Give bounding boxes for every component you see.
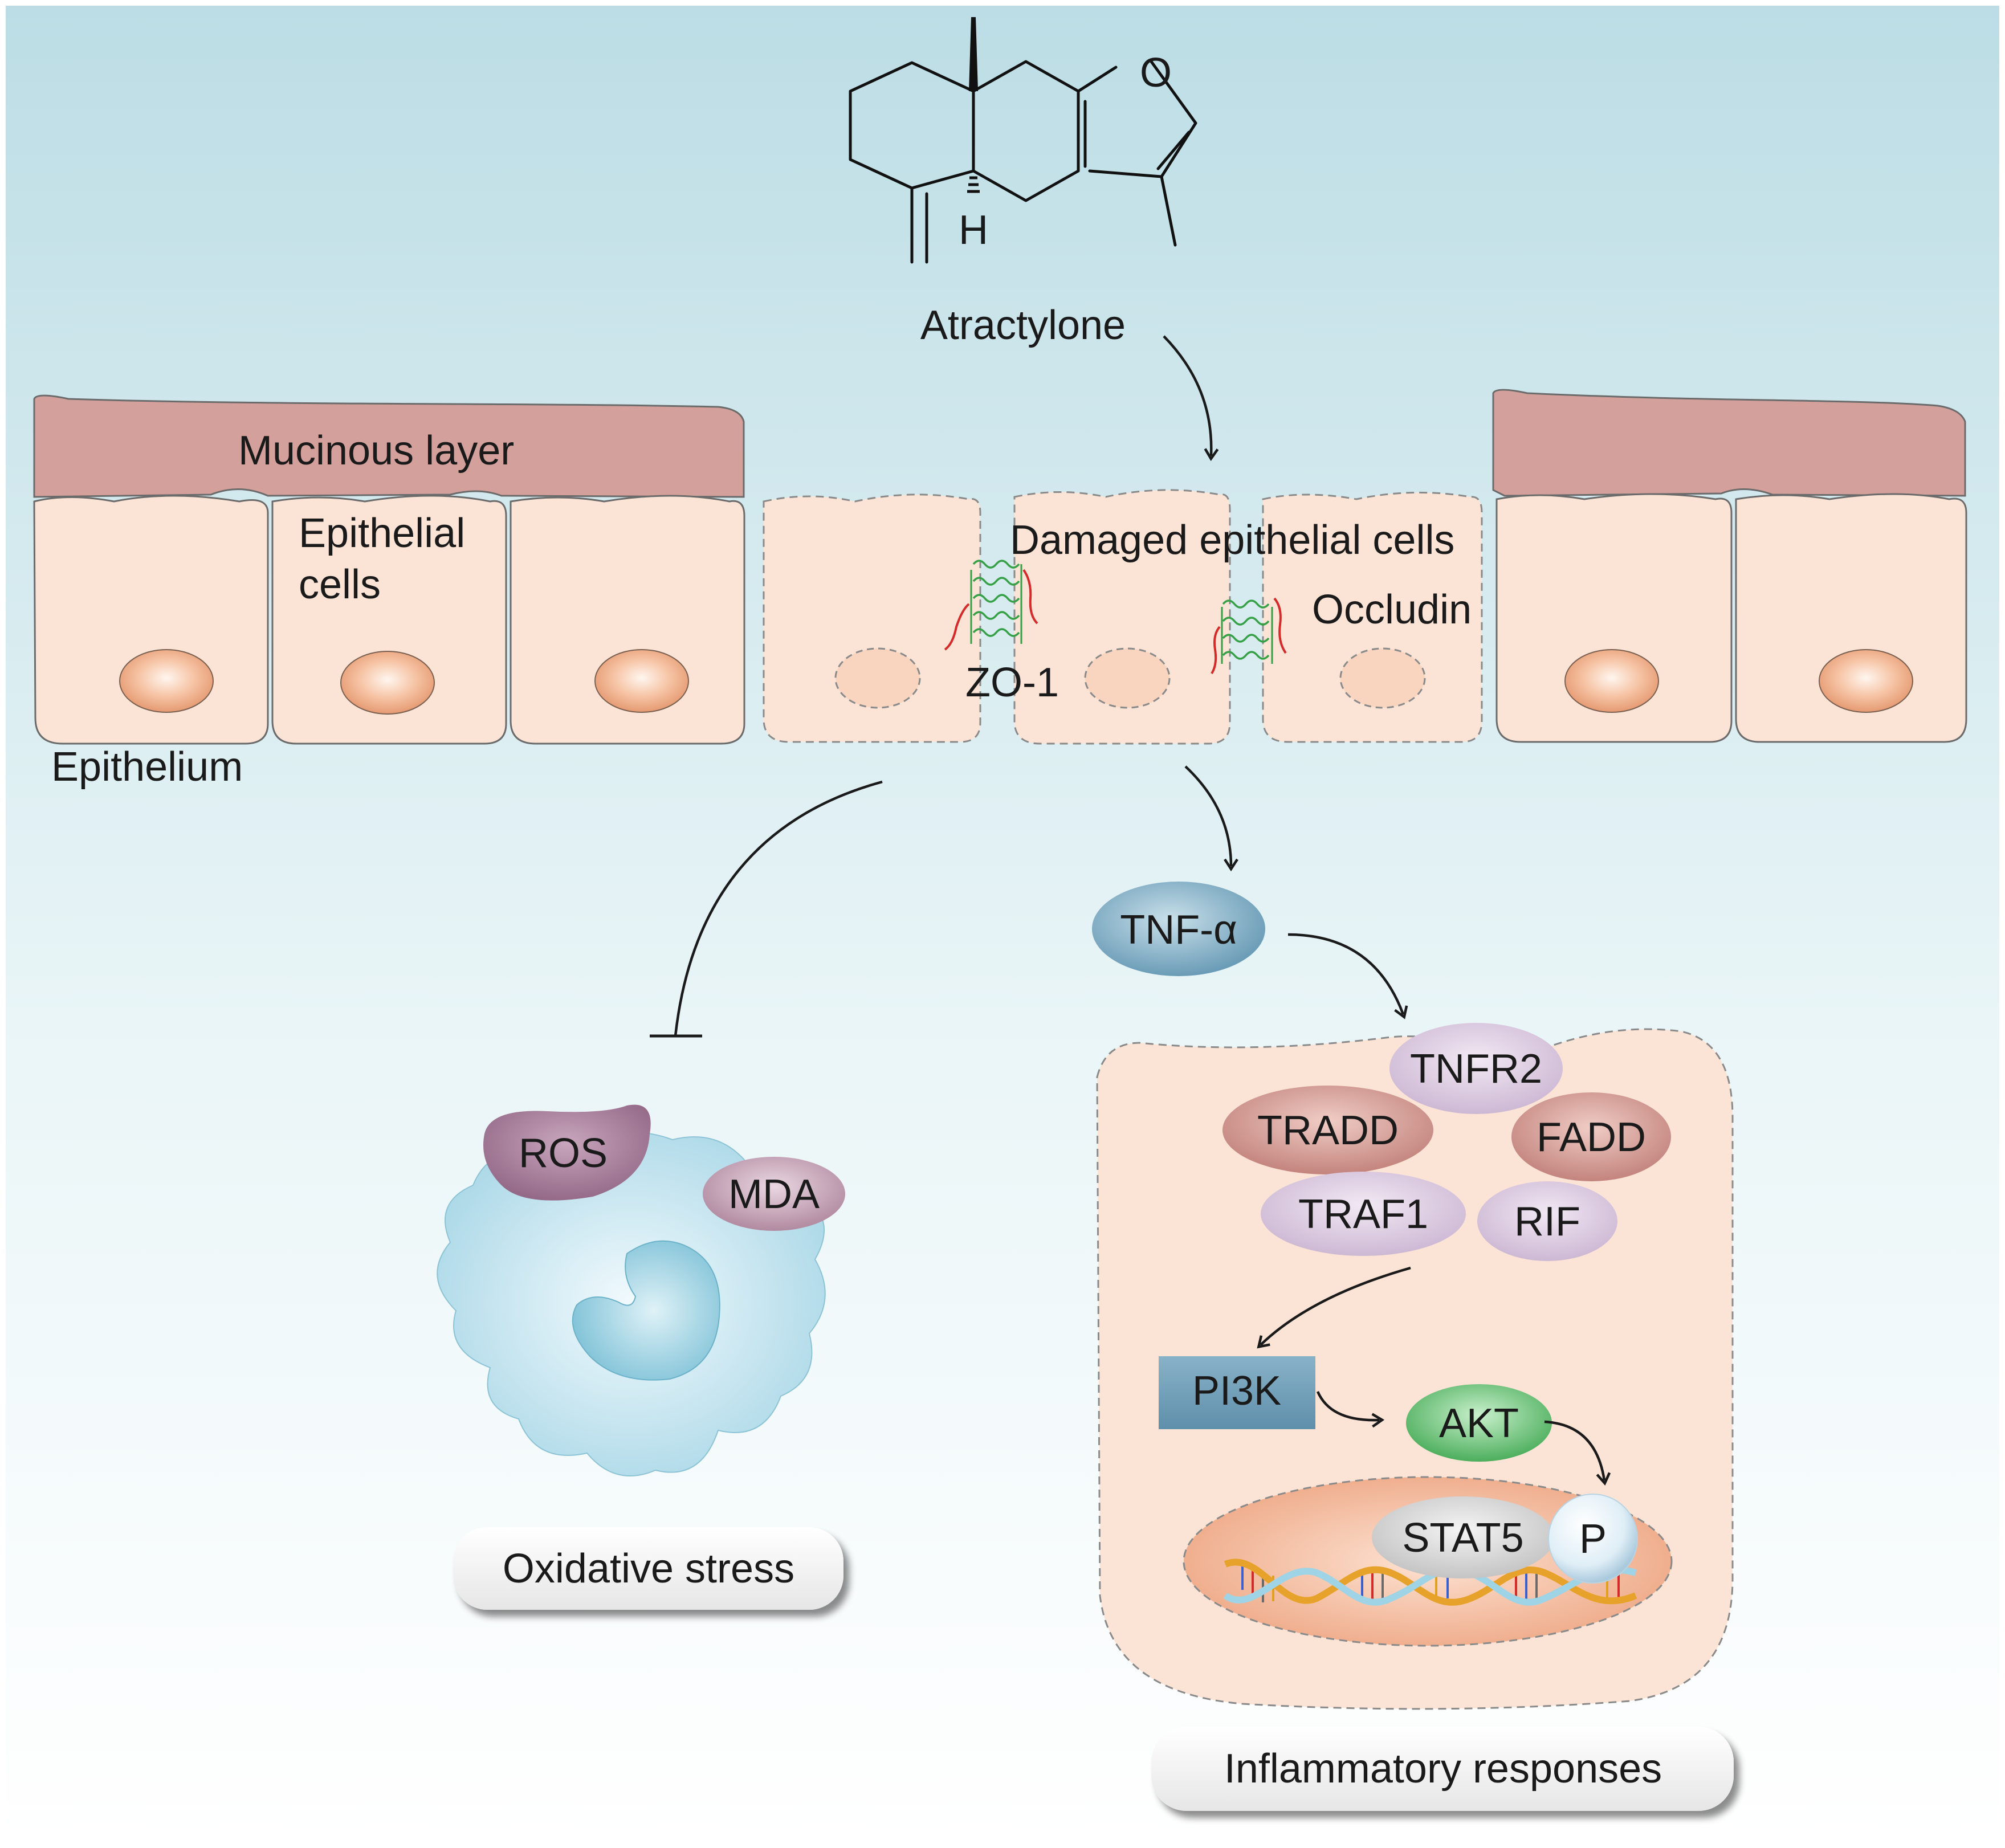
mucinous-layer-label: Mucinous layer bbox=[238, 428, 514, 474]
akt-label: AKT bbox=[1439, 1401, 1519, 1446]
inflammatory-responses-label: Inflammatory responses bbox=[1224, 1746, 1662, 1792]
damaged-cells bbox=[763, 489, 1483, 745]
stat5-label: STAT5 bbox=[1402, 1515, 1523, 1561]
mucinous-layer-right bbox=[1492, 389, 1966, 497]
tradd-protein: TRADD bbox=[1222, 1086, 1433, 1174]
damaged-cells-label: Damaged epithelial cells bbox=[1010, 517, 1454, 563]
ros-molecule: ROS bbox=[483, 1104, 651, 1201]
epithelial-cells-label-line1: Epithelial bbox=[299, 511, 465, 556]
zo1-label: ZO-1 bbox=[965, 660, 1059, 705]
arrow-tnfa-to-receptor bbox=[1287, 933, 1408, 1019]
fadd-protein: FADD bbox=[1511, 1092, 1671, 1181]
epithelium-label: Epithelium bbox=[51, 744, 243, 790]
arrow-akt-to-nucleus bbox=[1544, 1420, 1611, 1486]
oxidative-stress-label: Oxidative stress bbox=[503, 1546, 794, 1592]
fadd-label: FADD bbox=[1537, 1115, 1646, 1160]
arrow-complex-to-pi3k bbox=[1257, 1266, 1411, 1349]
akt-protein: AKT bbox=[1406, 1384, 1552, 1462]
tradd-label: TRADD bbox=[1257, 1108, 1399, 1153]
arrow-cells-to-tnfa bbox=[1184, 765, 1238, 872]
mda-label: MDA bbox=[728, 1172, 820, 1217]
tight-junction-left bbox=[944, 560, 1038, 651]
epithelial-cells-label-line2: cells bbox=[299, 562, 381, 607]
stat5-protein: STAT5 bbox=[1372, 1496, 1554, 1578]
rif-label: RIF bbox=[1514, 1199, 1580, 1245]
mucinous-layer-left bbox=[33, 394, 745, 498]
hydrogen-atom-label: H bbox=[959, 207, 988, 253]
healthy-cells-left bbox=[33, 495, 745, 745]
tight-junction-right bbox=[1211, 597, 1287, 675]
occludin-label: Occludin bbox=[1312, 587, 1472, 633]
mda-molecule: MDA bbox=[703, 1157, 845, 1231]
arrow-pi3k-to-akt bbox=[1316, 1391, 1385, 1428]
compound-name: Atractylone bbox=[920, 303, 1126, 348]
tnfa-molecule: TNF-α bbox=[1092, 882, 1265, 976]
ros-label: ROS bbox=[519, 1131, 608, 1176]
tnfr2-label: TNFR2 bbox=[1410, 1046, 1542, 1092]
pi3k-label: PI3K bbox=[1192, 1368, 1281, 1414]
traf1-protein: TRAF1 bbox=[1261, 1172, 1466, 1256]
rif-protein: RIF bbox=[1477, 1181, 1617, 1261]
atractylone-structure: O H bbox=[849, 17, 1197, 264]
tnfr2-protein: TNFR2 bbox=[1389, 1023, 1563, 1114]
traf1-label: TRAF1 bbox=[1298, 1192, 1428, 1237]
healthy-cells-right bbox=[1495, 493, 1967, 743]
arrow-compound-to-cells bbox=[1163, 335, 1219, 462]
phosphate-group: P bbox=[1548, 1494, 1638, 1584]
oxidative-stress-box: Oxidative stress bbox=[453, 1527, 843, 1610]
oxygen-atom-label: O bbox=[1140, 50, 1172, 96]
inhibition-line bbox=[674, 780, 883, 1037]
tnfa-label: TNF-α bbox=[1120, 907, 1237, 953]
inflammatory-responses-box: Inflammatory responses bbox=[1151, 1727, 1734, 1811]
phosphate-label: P bbox=[1579, 1516, 1607, 1562]
pi3k-protein: PI3K bbox=[1159, 1356, 1315, 1429]
